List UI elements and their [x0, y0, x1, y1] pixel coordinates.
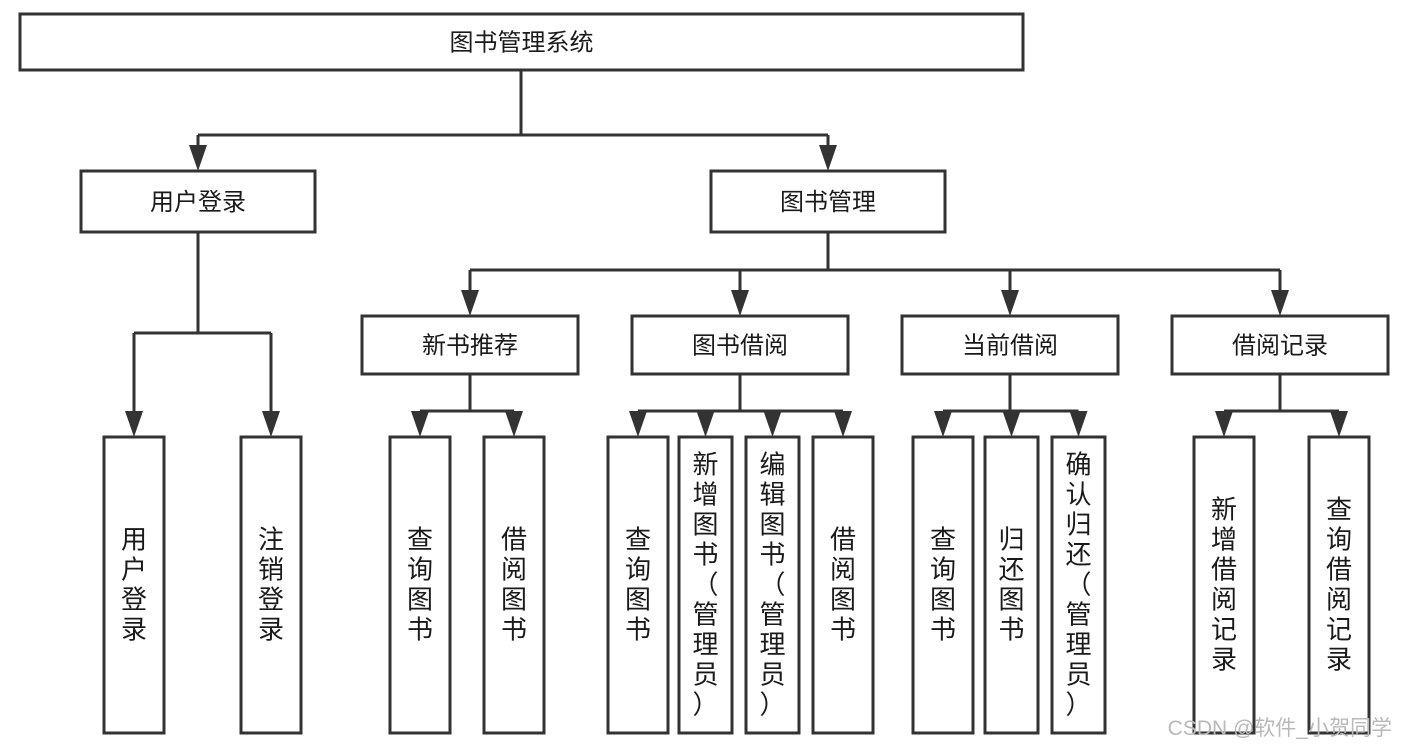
node-label: 借阅图书: [830, 524, 856, 644]
node-label: 图书管理系统: [450, 30, 594, 57]
node-label: 新增借阅记录: [1211, 494, 1237, 674]
node-label: 用户登录: [121, 524, 147, 644]
node-leaf-query-book-current[interactable]: 查询图书: [911, 435, 975, 735]
node-label: 用户登录: [150, 189, 246, 216]
watermark: CSDN @软件_小贺同学: [1168, 717, 1392, 740]
node-label: 查询借阅记录: [1326, 494, 1352, 674]
connector-arrow: [189, 135, 207, 171]
node-leaf-query-borrow-record[interactable]: 查询借阅记录: [1307, 435, 1371, 735]
node-label: 新书推荐: [422, 333, 518, 360]
connector-layer: [125, 70, 1348, 437]
node-current-borrow[interactable]: 当前借阅: [900, 314, 1120, 376]
node-leaf-borrow-book[interactable]: 借阅图书: [811, 435, 875, 735]
connector-group-new-book-recommend: [411, 374, 523, 437]
node-layer: 图书管理系统用户登录图书管理新书推荐图书借阅当前借阅借阅记录用户登录注销登录查询…: [18, 12, 1390, 735]
node-label: 借阅图书: [501, 524, 527, 644]
node-leaf-logout[interactable]: 注销登录: [239, 435, 303, 735]
connector-arrow: [731, 270, 749, 316]
node-label: 查询图书: [930, 524, 956, 644]
node-leaf-add-borrow-record[interactable]: 新增借阅记录: [1192, 435, 1256, 735]
node-label: 图书管理: [780, 189, 876, 216]
connector-arrow: [262, 333, 280, 437]
node-root-root[interactable]: 图书管理系统: [18, 12, 1025, 72]
node-label: 确认归还（管理员）: [1065, 449, 1091, 719]
node-leaf-borrow-book-recommend[interactable]: 借阅图书: [482, 435, 546, 735]
node-user-login[interactable]: 用户登录: [79, 169, 317, 234]
node-leaf-query-book-borrow[interactable]: 查询图书: [606, 435, 670, 735]
connector-arrow: [461, 270, 479, 316]
node-label: 查询图书: [625, 524, 651, 644]
connector-arrow: [125, 333, 143, 437]
node-label: 新增图书（管理员）: [692, 449, 718, 719]
node-leaf-query-book-recommend[interactable]: 查询图书: [388, 435, 452, 735]
connector-arrow: [1001, 270, 1019, 316]
node-label: 借阅记录: [1232, 333, 1328, 360]
node-label: 归还图书: [998, 524, 1024, 644]
node-label: 编辑图书（管理员）: [759, 449, 785, 719]
node-leaf-user-login[interactable]: 用户登录: [102, 435, 166, 735]
node-book-borrow[interactable]: 图书借阅: [630, 314, 850, 376]
node-book-management[interactable]: 图书管理: [709, 169, 947, 234]
connector-group-current-borrow: [934, 374, 1088, 437]
node-label: 当前借阅: [962, 333, 1058, 360]
node-leaf-edit-book-admin[interactable]: 编辑图书（管理员）: [744, 435, 801, 735]
connector-arrow: [1271, 270, 1289, 316]
connector-arrow: [819, 135, 837, 171]
connector-group-book-borrow: [629, 374, 852, 437]
node-new-book-recommend[interactable]: 新书推荐: [360, 314, 580, 376]
node-label: 图书借阅: [692, 333, 788, 360]
node-label: 查询图书: [407, 524, 433, 644]
node-leaf-add-book-admin[interactable]: 新增图书（管理员）: [677, 435, 734, 735]
node-borrow-record[interactable]: 借阅记录: [1170, 314, 1390, 376]
node-leaf-return-book[interactable]: 归还图书: [983, 435, 1040, 735]
node-leaf-confirm-return-admin[interactable]: 确认归还（管理员）: [1050, 435, 1107, 735]
connector-group-borrow-record: [1215, 374, 1348, 437]
node-label: 注销登录: [258, 524, 284, 644]
